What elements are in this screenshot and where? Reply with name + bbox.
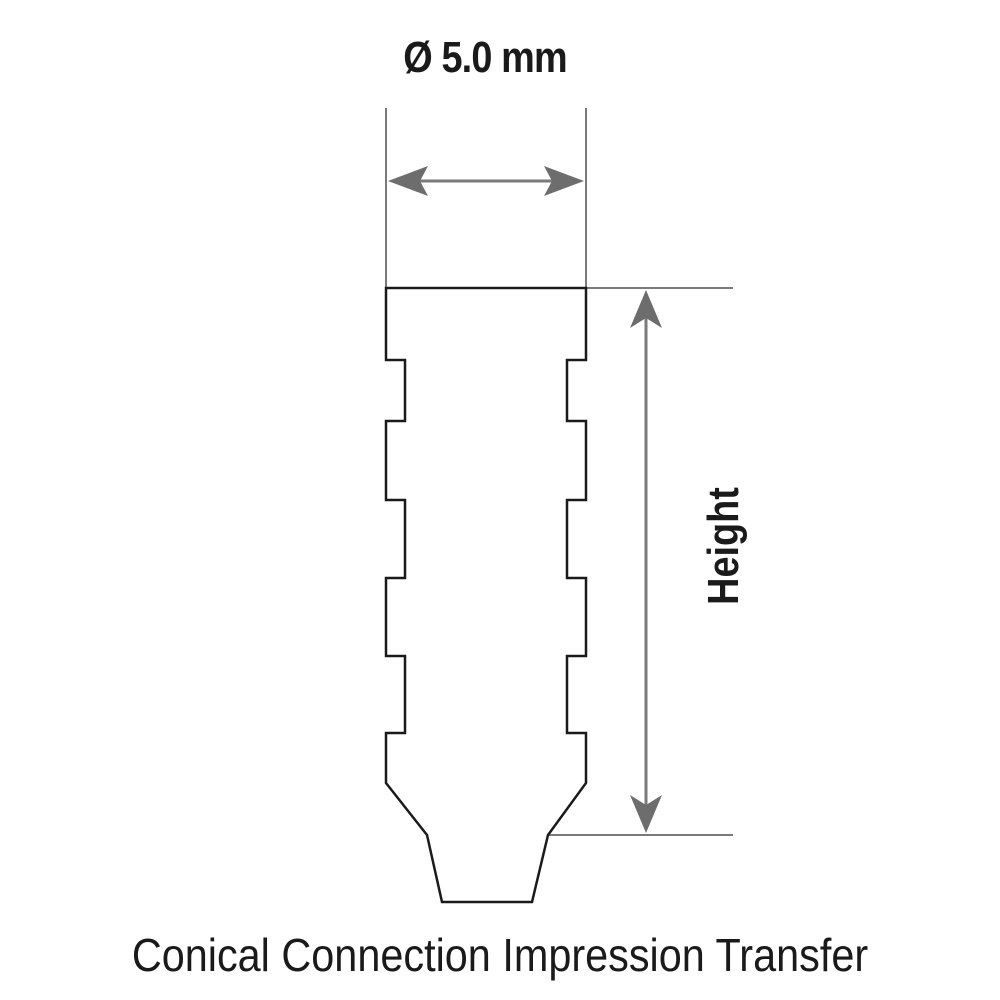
diagram-caption: Conical Connection Impression Transfer — [131, 929, 869, 981]
diameter-dimension-arrow — [388, 166, 584, 196]
impression-transfer-outline — [384, 286, 588, 904]
height-label: Height — [699, 487, 748, 605]
height-arrowhead-top — [630, 290, 662, 328]
diameter-label: Ø 5.0 mm — [403, 33, 567, 82]
diameter-arrowhead-left — [388, 166, 428, 196]
height-dimension-arrow — [630, 290, 662, 833]
diameter-arrowhead-right — [544, 166, 584, 196]
height-arrowhead-bottom — [630, 795, 662, 833]
